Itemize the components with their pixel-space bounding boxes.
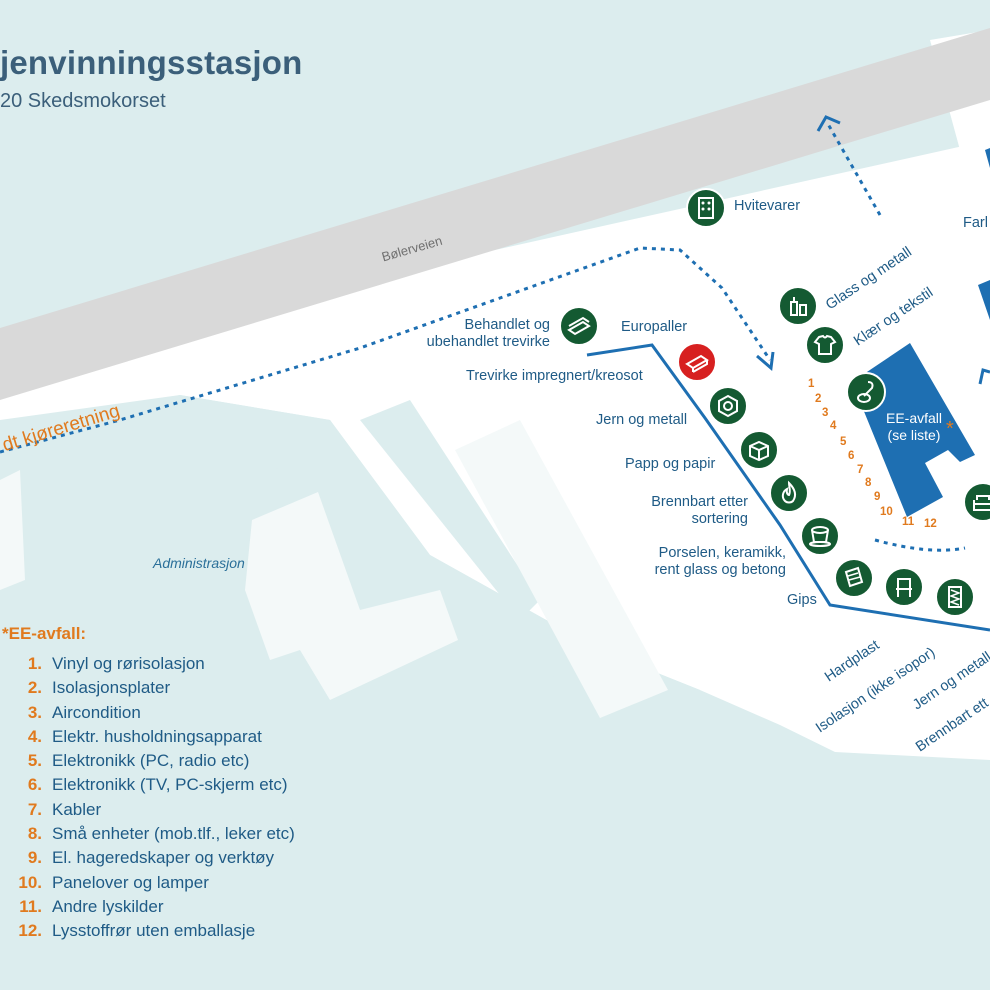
label-brennbart: Brennbart etter sortering	[651, 494, 748, 527]
number-5: 5	[840, 436, 847, 448]
cardboard-box-icon[interactable]	[739, 430, 779, 470]
legend-item: 5. Elektronikk (PC, radio etc)	[0, 749, 295, 773]
legend-item-text: Små enheter (mob.tlf., leker etc)	[52, 824, 295, 844]
legend-item-text: Elektr. husholdningsapparat	[52, 726, 262, 746]
page-title: jenvinningsstasjon	[0, 44, 303, 81]
legend-item-number: 12.	[18, 921, 42, 941]
legend-item-number: 4.	[27, 726, 42, 746]
legend-title: *EE-avfall:	[2, 624, 87, 643]
number-3: 3	[822, 407, 829, 419]
sofa-icon[interactable]	[963, 482, 990, 522]
legend-item-number: 2.	[27, 678, 42, 698]
building-right-2	[985, 148, 990, 168]
legend-item: 3. Aircondition	[0, 701, 295, 725]
number-8: 8	[865, 477, 872, 489]
number-2: 2	[815, 393, 822, 405]
bottles-icon[interactable]	[778, 286, 818, 326]
legend-item-number: 10.	[18, 872, 42, 892]
chair-icon[interactable]	[884, 567, 924, 607]
right-arrow	[978, 368, 990, 385]
lumber-icon[interactable]	[559, 306, 599, 346]
legend-item: 6. Elektronikk (TV, PC-skjerm etc)	[0, 773, 295, 797]
building-right	[978, 280, 990, 320]
legend-list: 1. Vinyl og rørisolasjon 2. Isolasjonsplate…	[0, 652, 295, 944]
label-papp-papir: Papp og papir	[625, 456, 716, 472]
label-europaller: Europaller	[621, 319, 688, 335]
insulation-icon[interactable]	[935, 577, 975, 617]
legend-item-text: Lysstoffrør uten emballasje	[52, 921, 256, 941]
legend-item-text: El. hageredskaper og verktøy	[52, 848, 275, 868]
harbor-water	[0, 395, 700, 720]
legend-item: 10. Panelover og lamper	[0, 871, 295, 895]
label-trevirke-impregnert: Trevirke impregnert/kreosot	[466, 368, 643, 384]
cup-icon[interactable]	[800, 516, 840, 556]
legend-item-text: Vinyl og rørisolasjon	[52, 654, 205, 673]
legend-item: 11. Andre lyskilder	[0, 895, 295, 919]
label-hvitevarer: Hvitevarer	[734, 198, 801, 214]
label-behandlet-trevirke: Behandlet og ubehandlet trevirke	[426, 317, 550, 350]
tshirt-icon[interactable]	[805, 325, 845, 365]
number-11: 11	[902, 516, 915, 528]
legend-item-number: 1.	[27, 654, 42, 673]
ee-building-label: EE-avfall (se liste)	[885, 410, 943, 443]
piers	[0, 400, 668, 718]
legend-item-number: 6.	[27, 775, 42, 795]
legend-item: 4. Elektr. husholdningsapparat	[0, 725, 295, 749]
inner-path	[874, 538, 966, 552]
direction-arrow-down	[756, 351, 775, 371]
fridge-icon[interactable]	[686, 188, 726, 228]
label-porselen: Porselen, keramikk, rent glass og betong	[654, 545, 786, 578]
label-farlig: Farl	[963, 215, 988, 231]
page-subtitle: 20 Skedsmokorset	[0, 90, 166, 112]
exit-arrow-up	[816, 115, 841, 132]
gypsum-board-icon[interactable]	[834, 558, 874, 598]
legend-item-text: Aircondition	[52, 702, 141, 722]
number-1: 1	[808, 378, 815, 390]
legend-item-number: 8.	[27, 824, 42, 844]
administration-label: Administrasjon	[153, 555, 245, 571]
label-gips: Gips	[787, 592, 817, 608]
legend-item-text: Kabler	[52, 799, 102, 819]
legend-item: 12. Lysstoffrør uten emballasje	[0, 919, 295, 943]
route-line	[586, 343, 990, 632]
legend-item-number: 11.	[19, 896, 42, 916]
number-12: 12	[924, 518, 937, 530]
number-9: 9	[874, 491, 881, 503]
direction-path	[0, 246, 772, 454]
flame-icon[interactable]	[769, 473, 809, 513]
label-jern-metall: Jern og metall	[596, 412, 688, 428]
number-7: 7	[857, 464, 864, 476]
number-4: 4	[830, 420, 837, 432]
road	[0, 28, 990, 400]
metal-nut-icon[interactable]	[708, 386, 748, 426]
number-6: 6	[848, 450, 855, 462]
legend-item-text: Isolasjonsplater	[52, 678, 171, 698]
legend-item: 8. Små enheter (mob.tlf., leker etc)	[0, 822, 295, 846]
legend-star-icon: *	[2, 624, 9, 643]
vacuum-icon[interactable]	[846, 372, 886, 412]
legend-item-text: Elektronikk (TV, PC-skjerm etc)	[52, 775, 288, 795]
legend-item-text: Panelover og lamper	[52, 872, 209, 892]
legend-item: 7. Kabler	[0, 798, 295, 822]
number-10: 10	[880, 506, 893, 518]
legend-item-number: 7.	[27, 799, 42, 819]
legend-item-text: Andre lyskilder	[52, 896, 164, 916]
legend-item-number: 9.	[27, 848, 42, 868]
legend-item: 1. Vinyl og rørisolasjon	[0, 652, 295, 676]
legend-item-text: Elektronikk (PC, radio etc)	[52, 751, 250, 771]
legend-item: 2. Isolasjonsplater	[0, 676, 295, 700]
pallet-icon[interactable]	[677, 342, 717, 382]
legend-item-number: 5.	[27, 751, 42, 771]
legend-item-number: 3.	[27, 702, 42, 722]
legend-item: 9. El. hageredskaper og verktøy	[0, 846, 295, 870]
ee-star-icon: *	[946, 418, 954, 440]
